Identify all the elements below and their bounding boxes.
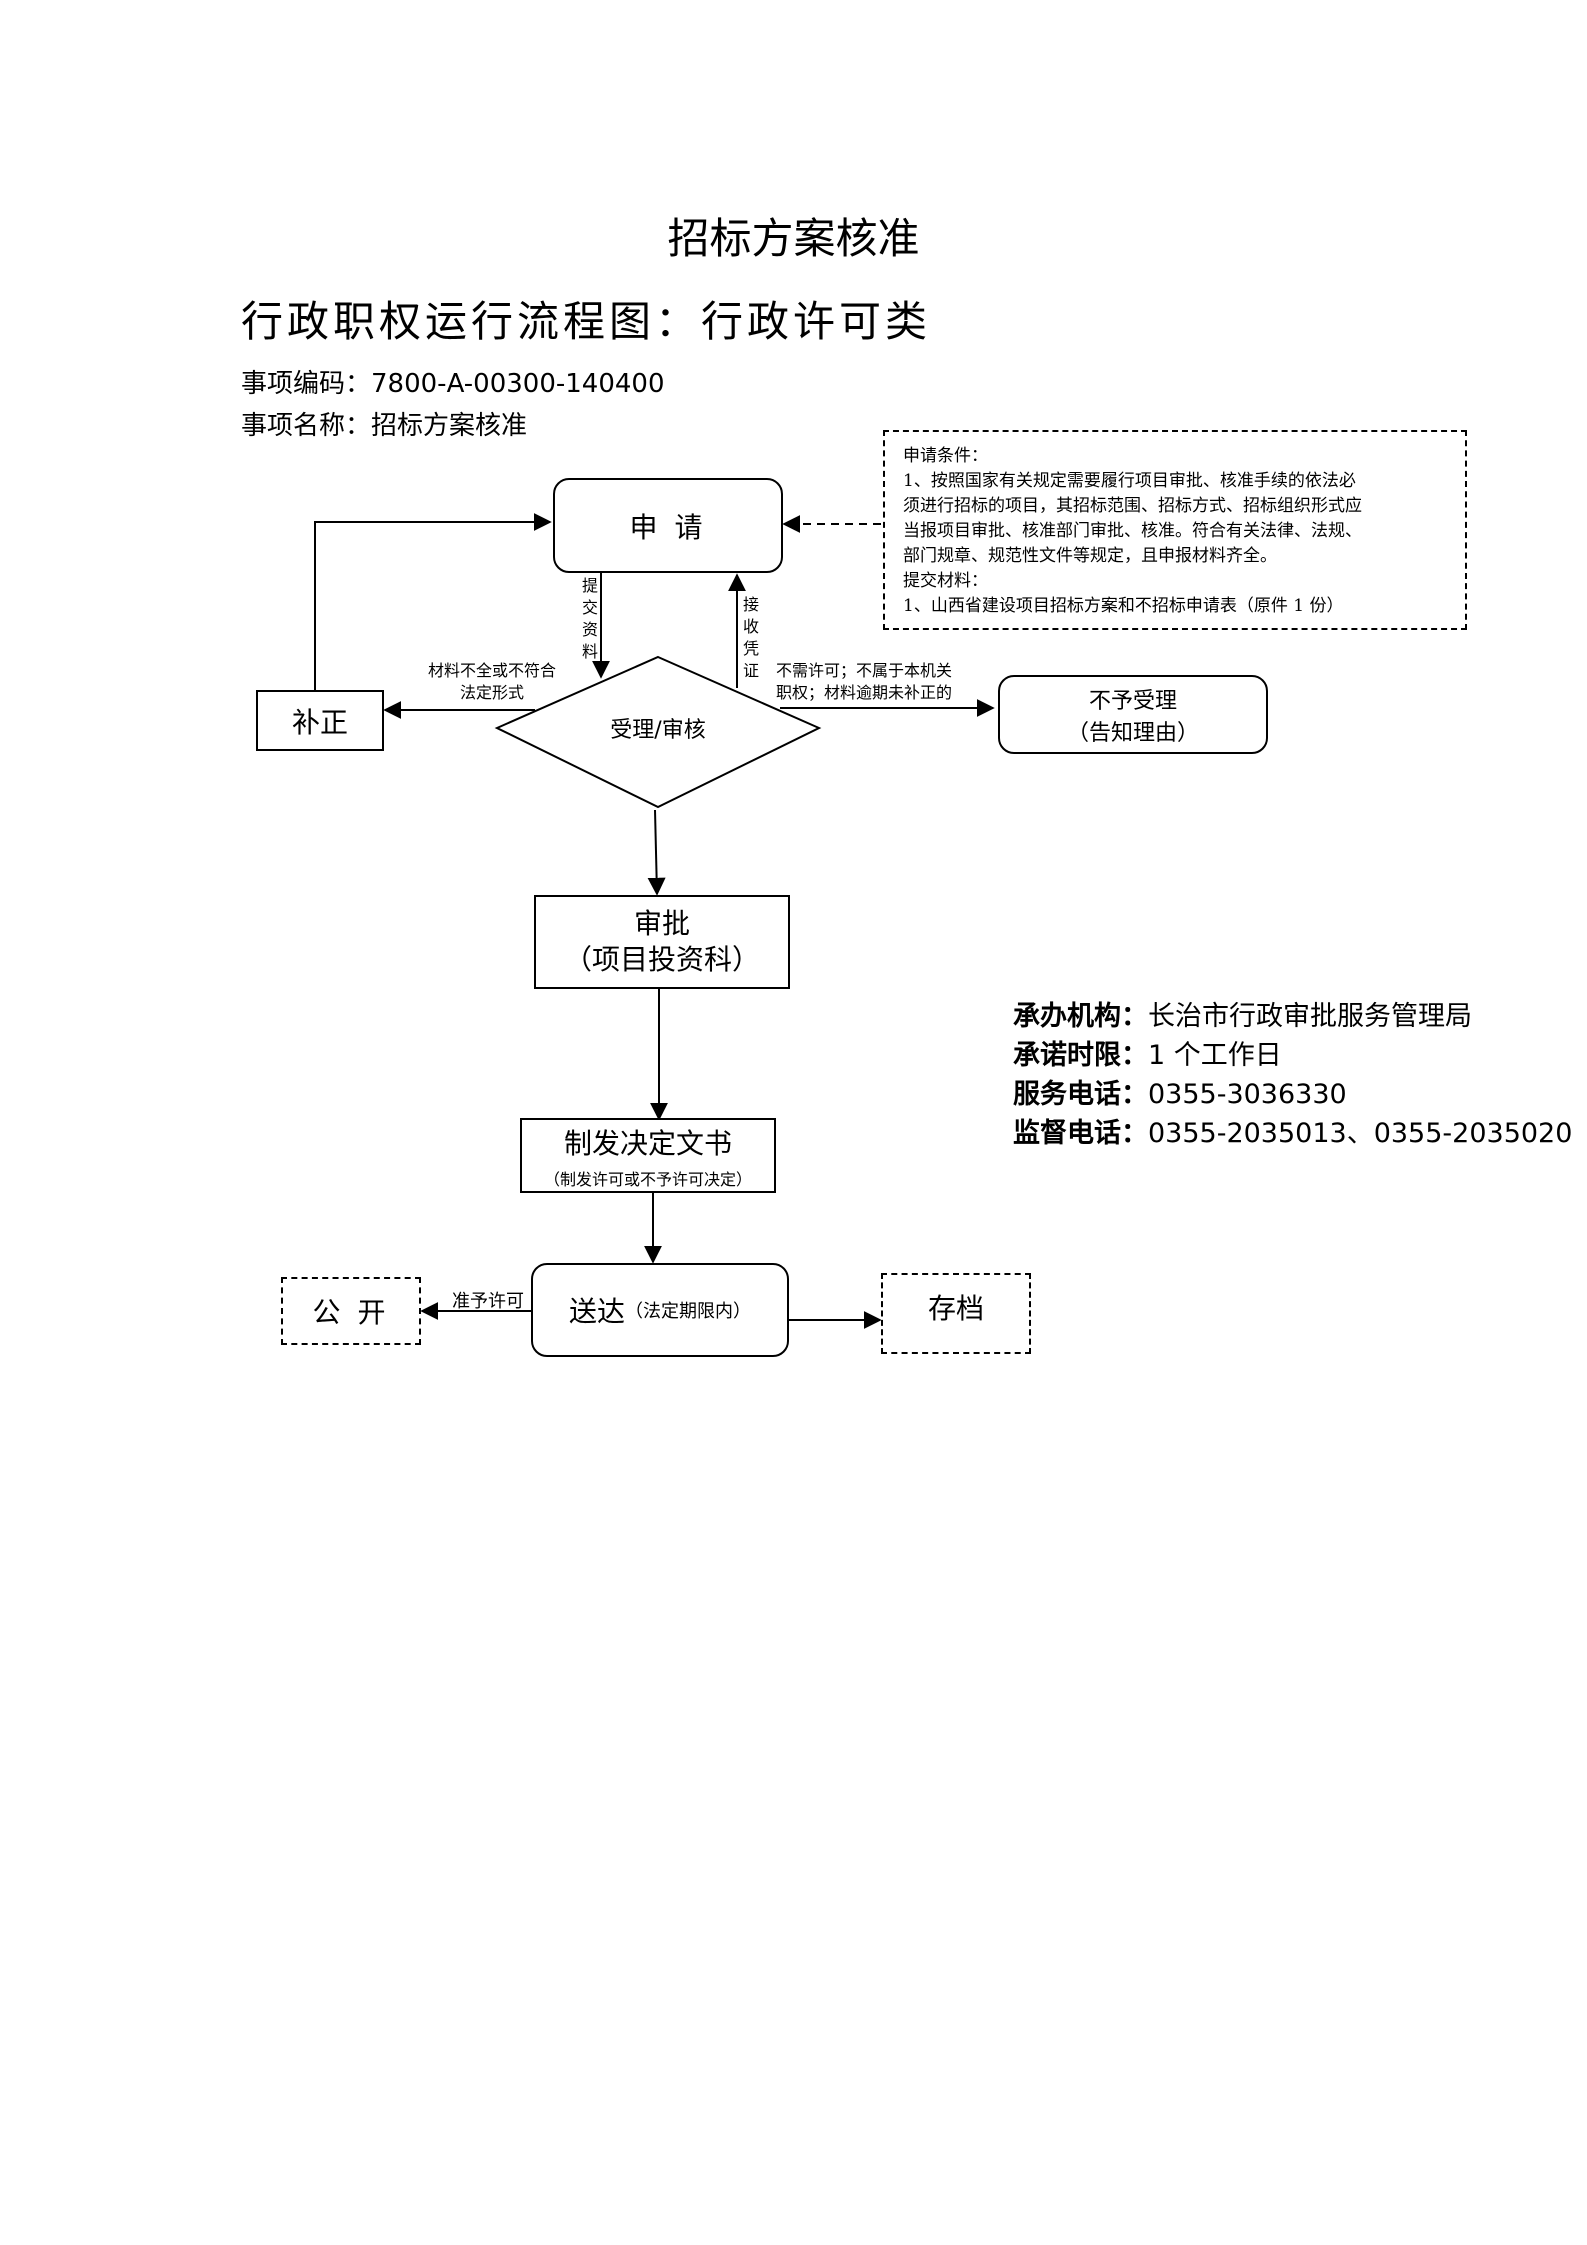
edge-label-char: 资 <box>581 620 598 639</box>
info-limit: 承诺时限：1 个工作日 <box>1013 1036 1282 1075</box>
edge-label-submit: 提 交 资 料 <box>580 575 600 663</box>
item-name-value: 招标方案核准 <box>371 411 528 441</box>
edge-label-line: 法定形式 <box>459 683 524 702</box>
info-supervise-value: 0355-2035013、0355-2035020 <box>1148 1118 1573 1149</box>
edge-label-char: 凭 <box>742 639 759 658</box>
conditions-box: 申请条件： 1、按照国家有关规定需要履行项目审批、核准手续的依法必 须进行招标的… <box>883 430 1467 630</box>
edge-label-char: 接 <box>742 595 759 614</box>
page-subtitle: 行政职权运行流程图：行政许可类 <box>241 297 932 346</box>
node-correct: 补正 <box>256 690 384 751</box>
info-phone-label: 服务电话： <box>1013 1079 1148 1110</box>
node-deliver-sub: （法定期限内） <box>625 1301 751 1322</box>
edge-label-no-permit: 不需许可；不属于本机关 职权；材料逾期未补正的 <box>776 660 1006 704</box>
edge-label-grant: 准予许可 <box>452 1291 524 1312</box>
arrow-resubmit <box>314 513 552 690</box>
node-reject-line2: （告知理由） <box>1066 720 1199 746</box>
conditions-line: 1、按照国家有关规定需要履行项目审批、核准手续的依法必 <box>903 471 1356 491</box>
edge-label-line: 材料不全或不符合 <box>427 661 556 680</box>
review-diamond <box>494 655 822 809</box>
node-decision-line2: （制发许可或不予许可决定） <box>543 1169 752 1189</box>
edge-label-char: 料 <box>581 642 598 661</box>
page-title: 招标方案核准 <box>667 214 920 263</box>
node-approve-line1: 审批 <box>633 907 690 940</box>
item-code-label: 事项编码： <box>241 369 372 399</box>
edge-label-line: 职权；材料逾期未补正的 <box>776 683 953 702</box>
edge-label-line: 不需许可；不属于本机关 <box>776 661 953 680</box>
info-limit-value: 1 个工作日 <box>1148 1040 1282 1071</box>
node-approve: 审批 （项目投资科） <box>534 895 790 989</box>
item-name: 事项名称：招标方案核准 <box>241 405 527 442</box>
node-approve-line2: （项目投资科） <box>563 943 760 976</box>
info-supervise: 监督电话：0355-2035013、0355-2035020 <box>1013 1114 1572 1153</box>
edge-label-char: 交 <box>581 598 598 617</box>
node-archive: 存档 <box>881 1273 1031 1354</box>
item-code-value: 7800-A-00300-140400 <box>371 369 665 399</box>
info-org: 承办机构：长治市行政审批服务管理局 <box>1013 997 1472 1036</box>
node-review-label: 受理/审核 <box>610 718 706 743</box>
edge-label-char: 提 <box>581 576 598 595</box>
node-publish: 公 开 <box>281 1277 421 1345</box>
node-decision-line1: 制发决定文书 <box>563 1126 732 1160</box>
conditions-line: 1、山西省建设项目招标方案和不招标申请表（原件 1 份） <box>903 596 1344 616</box>
info-supervise-label: 监督电话： <box>1013 1118 1148 1149</box>
info-org-label: 承办机构： <box>1013 1001 1148 1032</box>
info-phone: 服务电话：0355-3036330 <box>1013 1075 1347 1114</box>
node-reject: 不予受理 （告知理由） <box>998 675 1268 754</box>
conditions-line: 部门规章、规范性文件等规定，且申报材料齐全。 <box>903 546 1277 566</box>
conditions-line: 当报项目审批、核准部门审批、核准。符合有关法律、法规、 <box>903 521 1362 541</box>
arrow-to-approve <box>647 809 666 896</box>
node-reject-line1: 不予受理 <box>1088 688 1177 714</box>
conditions-line: 申请条件： <box>903 446 988 466</box>
node-apply: 申 请 <box>553 478 783 573</box>
edge-label-receipt: 接 收 凭 证 <box>741 594 761 682</box>
info-org-value: 长治市行政审批服务管理局 <box>1148 1001 1472 1032</box>
node-decision: 制发决定文书 （制发许可或不予许可决定） <box>520 1118 776 1193</box>
edge-label-char: 收 <box>742 617 759 636</box>
info-limit-label: 承诺时限： <box>1013 1040 1148 1071</box>
item-code: 事项编码：7800-A-00300-140400 <box>241 363 665 400</box>
node-deliver: 送达（法定期限内） <box>531 1263 789 1357</box>
conditions-line: 提交材料： <box>903 571 988 591</box>
edge-label-char: 证 <box>742 661 759 680</box>
conditions-line: 须进行招标的项目，其招标范围、招标方式、招标组织形式应 <box>903 496 1362 516</box>
edge-label-incomplete: 材料不全或不符合 法定形式 <box>392 660 592 704</box>
info-phone-value: 0355-3036330 <box>1148 1079 1347 1110</box>
node-deliver-main: 送达 <box>568 1295 625 1328</box>
item-name-label: 事项名称： <box>241 411 372 441</box>
